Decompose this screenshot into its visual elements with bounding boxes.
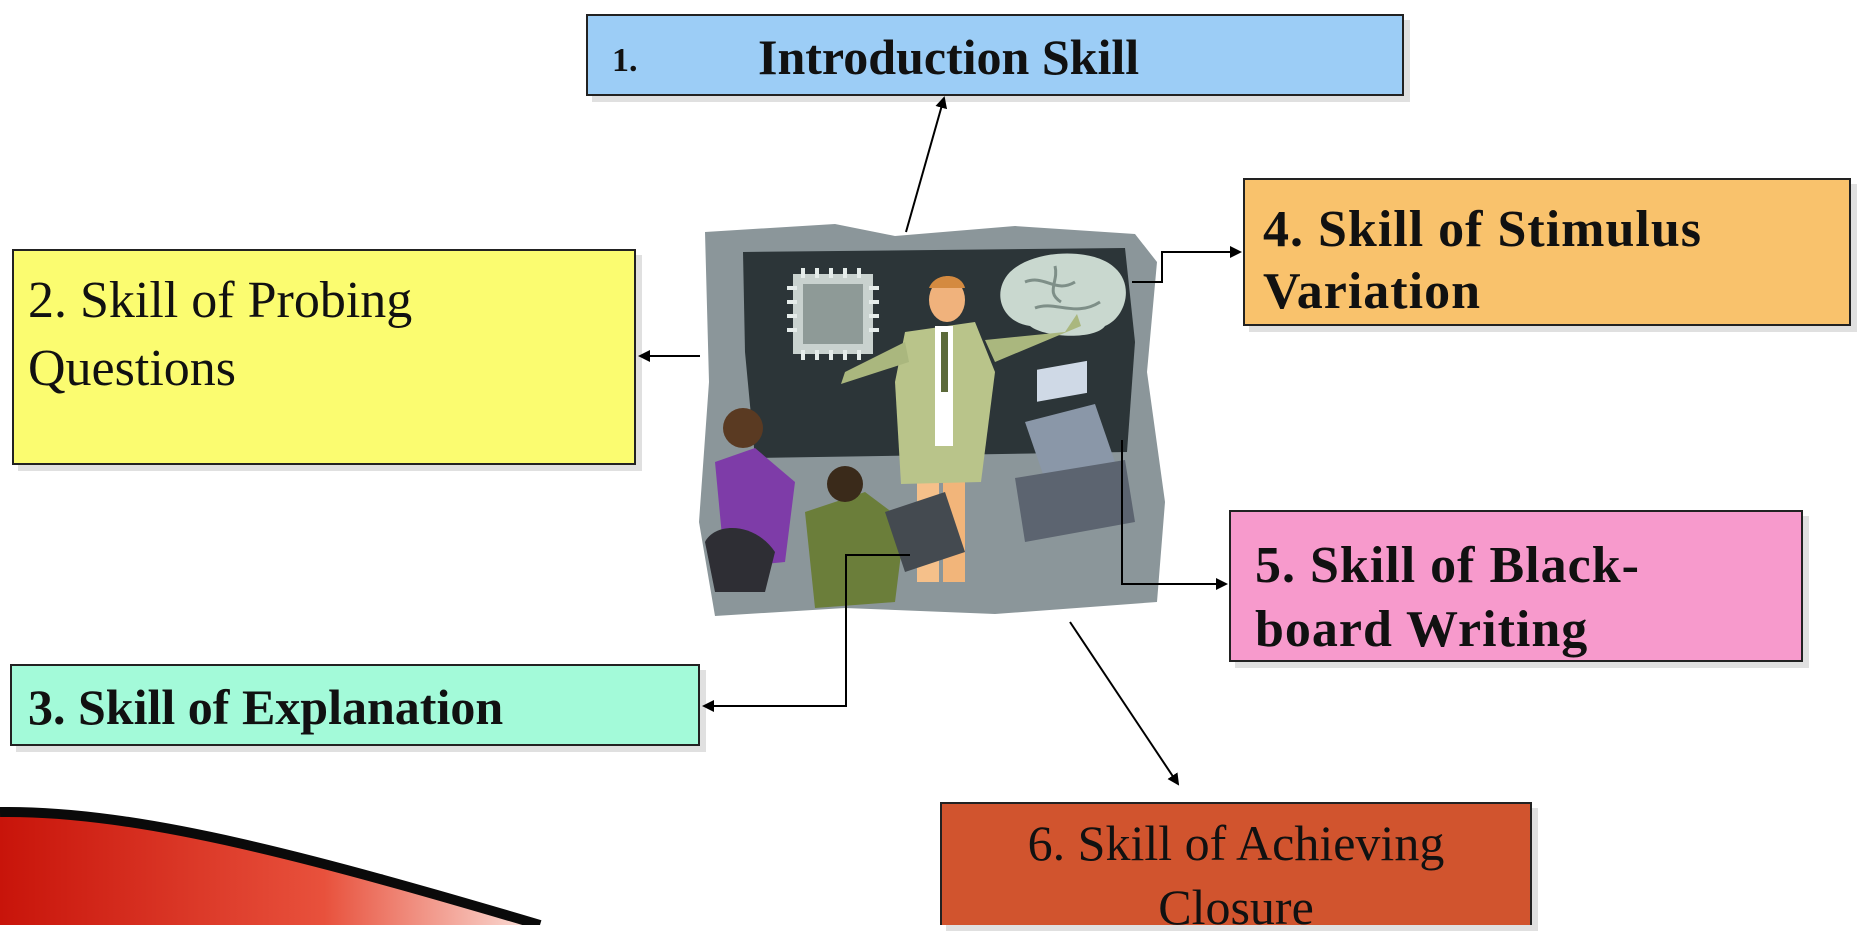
introduction-label: Introduction Skill	[758, 29, 1140, 85]
closure-label-line1: 6. Skill of Achieving	[1027, 815, 1445, 871]
arrow-to-closure	[1069, 621, 1180, 786]
achieving-closure-box: 6. Skill of Achieving Closure	[940, 802, 1532, 935]
student-figure	[805, 466, 965, 608]
stimulus-variation-box: 4. Skill of Stimulus Variation	[1243, 178, 1851, 326]
student-figure	[705, 408, 795, 592]
teacher-figure	[841, 276, 1081, 582]
brain-icon	[1000, 253, 1126, 336]
teacher-at-blackboard-clipart	[699, 224, 1165, 616]
probing-questions-box: 2. Skill of Probing Questions	[12, 249, 636, 465]
corner-swoosh-decoration	[0, 806, 542, 925]
explanation-label: 3. Skill of Explanation	[28, 679, 504, 735]
introduction-number: 1.	[612, 42, 638, 79]
introduction-skill-box: 1. Introduction Skill	[586, 14, 1404, 96]
explanation-skill-box: 3. Skill of Explanation	[10, 664, 700, 746]
arrow-to-explanation	[702, 554, 910, 712]
arrow-to-blackboard	[1121, 440, 1228, 590]
arrow-to-introduction	[905, 96, 948, 233]
laptop-icon	[1015, 360, 1135, 542]
probing-label-line1: 2. Skill of Probing	[28, 272, 413, 329]
chip-icon	[787, 268, 879, 360]
blackboard-label-line2: board Writing	[1255, 601, 1589, 658]
stimulus-label-line1: 4. Skill of Stimulus	[1263, 201, 1703, 258]
probing-label-line2: Questions	[28, 340, 236, 397]
arrow-to-stimulus	[1132, 246, 1242, 283]
closure-label-line2: Closure	[1158, 879, 1314, 935]
blackboard-writing-box: 5. Skill of Black- board Writing	[1229, 510, 1803, 662]
stimulus-label-line2: Variation	[1263, 263, 1481, 320]
blackboard-label-line1: 5. Skill of Black-	[1255, 537, 1640, 594]
